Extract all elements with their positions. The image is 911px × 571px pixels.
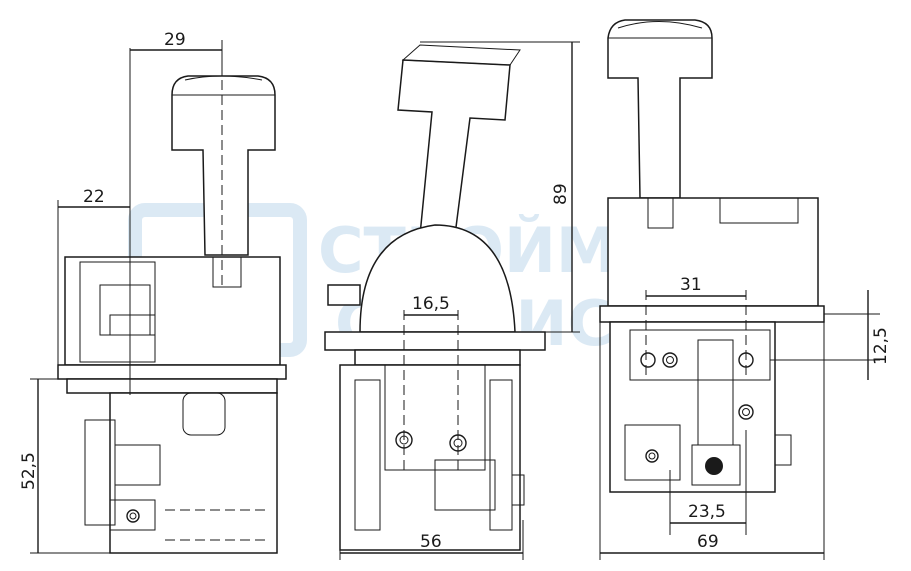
middle-valve-block [434,459,496,511]
middle-base-plate [324,331,546,351]
right-base-plate [599,305,825,323]
left-housing-shaft [212,256,242,288]
dim-label-23-5: 23,5 [688,502,726,522]
dim-label-69: 69 [697,532,719,552]
middle-valve-right-rail [489,379,513,531]
right-side-port [774,434,792,466]
right-outlet-port [705,457,723,475]
right-screw-top-mid-inner [666,356,674,364]
middle-port [511,474,525,506]
dim-label-12-5: 12,5 [871,327,891,365]
left-view: 29 22 52,5 [19,30,287,554]
right-knob-cap [617,21,703,29]
middle-side-stub [327,284,361,306]
right-lower-block [624,424,681,481]
middle-dome [359,224,516,333]
left-hidden-lines [165,509,270,541]
dim-label-89: 89 [551,183,571,205]
right-valve-port-block [691,444,741,486]
middle-base-lower [354,349,521,366]
left-valve-block [114,444,161,486]
left-valve-body [109,392,278,554]
left-handle [171,75,276,256]
right-screw-lower-inner [648,452,656,460]
middle-valve-body [339,364,521,551]
right-view: 31 12,5 23,5 69 [599,19,891,560]
right-housing-shaft [647,197,674,229]
left-port-screw-inner [129,512,137,520]
middle-valve-left-rail [354,379,381,531]
dim-label-31: 31 [680,275,702,295]
right-screw-mid-inner [742,408,750,416]
dim-label-16-5: 16,5 [412,294,450,314]
left-upper-housing [64,256,281,366]
left-base-lower [66,378,278,394]
middle-handle [397,59,511,236]
dim-label-56: 56 [420,532,442,552]
middle-knob-cap [401,44,521,66]
left-housing-slot [109,314,156,336]
dim-label-29: 29 [164,30,186,50]
left-port-screw [126,509,140,523]
right-housing-tab [719,197,799,224]
right-screw-lower [645,449,659,463]
left-knob-cap [184,75,263,81]
right-screw-top-left [640,352,656,368]
left-housing-inner [79,261,156,363]
right-handle [607,19,713,199]
right-screw-top-mid [662,352,678,368]
dim-label-52-5: 52,5 [19,452,39,490]
right-upper-housing [607,197,819,307]
right-screw-mid [738,404,754,420]
left-valve-cylinder [182,392,226,436]
dim-label-22: 22 [83,187,105,207]
right-valve-top-block [629,329,771,381]
middle-view: 16,5 89 56 [324,41,580,560]
left-valve-port [109,499,156,531]
left-base-plate [57,364,287,380]
